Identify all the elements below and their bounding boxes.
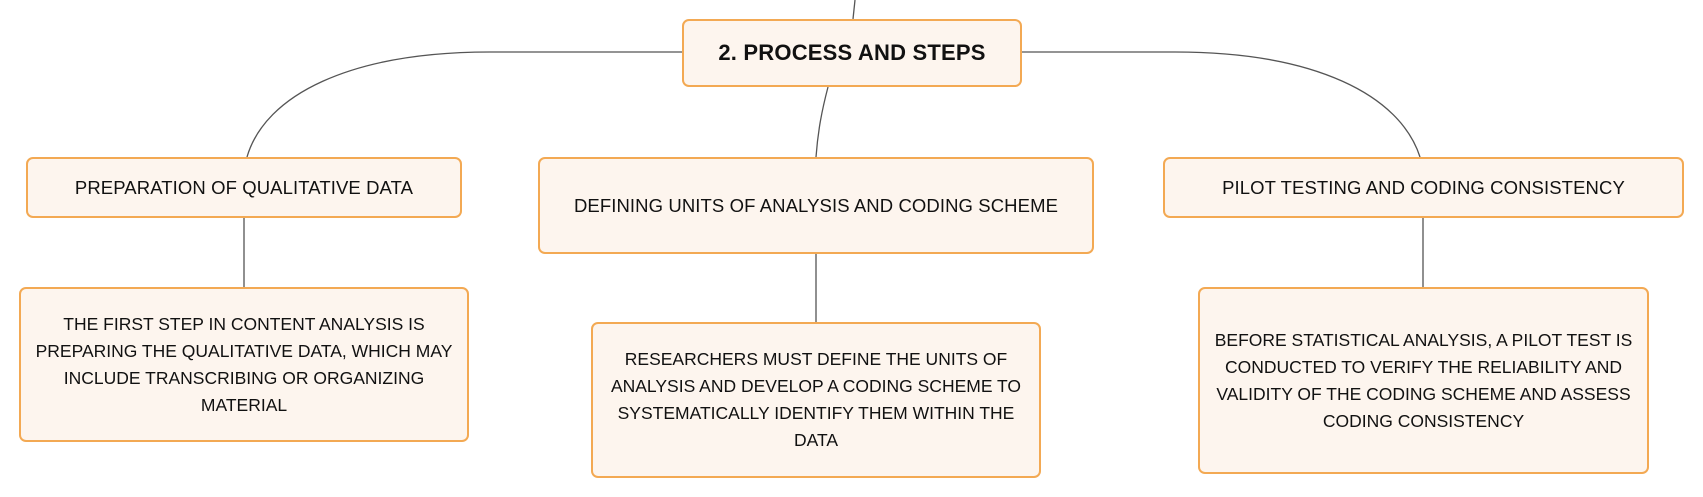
detail-node-preparation[interactable]: THE FIRST STEP IN CONTENT ANALYSIS IS PR… xyxy=(19,287,469,442)
detail-node-pilot-testing[interactable]: BEFORE STATISTICAL ANALYSIS, A PILOT TES… xyxy=(1198,287,1649,474)
root-node-process-and-steps[interactable]: 2. PROCESS AND STEPS xyxy=(682,19,1022,87)
root-node-label: 2. PROCESS AND STEPS xyxy=(718,40,986,65)
connector-root-branch-3 xyxy=(1022,51,1421,158)
connector-root-branch-1 xyxy=(246,51,682,158)
detail-node-text: BEFORE STATISTICAL ANALYSIS, A PILOT TES… xyxy=(1214,329,1633,431)
branch-node-label: PREPARATION OF QUALITATIVE DATA xyxy=(74,176,414,198)
connector-parent-root xyxy=(852,0,856,20)
detail-node-text: RESEARCHERS MUST DEFINE THE UNITS OF ANA… xyxy=(610,349,1022,450)
branch-node-pilot-testing[interactable]: PILOT TESTING AND CODING CONSISTENCY xyxy=(1163,157,1684,218)
connector-root-branch-2 xyxy=(815,86,829,158)
detail-node-defining-units[interactable]: RESEARCHERS MUST DEFINE THE UNITS OF ANA… xyxy=(591,322,1041,478)
detail-node-text: THE FIRST STEP IN CONTENT ANALYSIS IS PR… xyxy=(35,313,453,415)
branch-node-defining-units[interactable]: DEFINING UNITS OF ANALYSIS AND CODING SC… xyxy=(538,157,1094,254)
branch-node-label: PILOT TESTING AND CODING CONSISTENCY xyxy=(1222,176,1625,198)
branch-node-label: DEFINING UNITS OF ANALYSIS AND CODING SC… xyxy=(573,194,1059,216)
branch-node-preparation[interactable]: PREPARATION OF QUALITATIVE DATA xyxy=(26,157,462,218)
